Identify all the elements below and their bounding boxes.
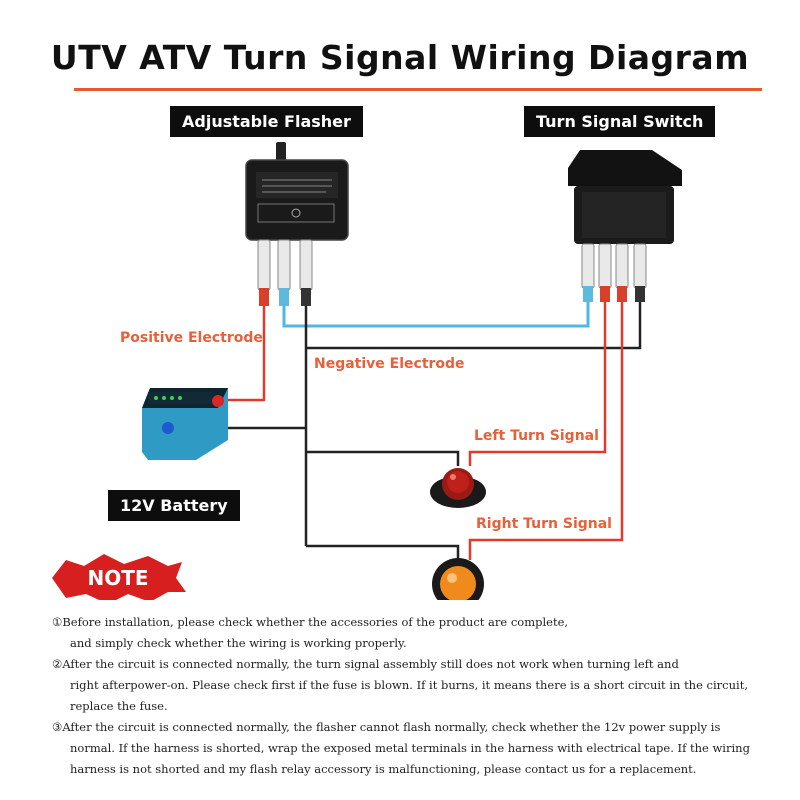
note-badge: NOTE	[52, 554, 186, 600]
note-1-line-1: Before installation, please check whethe…	[62, 615, 569, 629]
note-3-marker: ③	[52, 720, 63, 734]
diagram-title: UTV ATV Turn Signal Wiring Diagram	[50, 38, 750, 77]
negative-wire	[306, 300, 642, 350]
note-3-line-2: normal. If the harness is shorted, wrap …	[70, 741, 750, 755]
note-1: ①Before installation, please check wheth…	[52, 612, 792, 654]
left-turn-lamp	[430, 468, 486, 508]
note-2-marker: ②	[52, 657, 63, 671]
negative-electrode-label: Negative Electrode	[314, 356, 465, 372]
note-2-line-1: After the circuit is connected normally,…	[62, 657, 679, 671]
note-2-line-2: right afterpower-on. Please check first …	[70, 678, 748, 692]
note-1-marker: ①	[52, 615, 63, 629]
rocker-switch	[568, 150, 682, 302]
left-lamp-ground	[306, 450, 460, 466]
left-turn-signal-label: Left Turn Signal	[474, 428, 599, 444]
note-3: ③After the circuit is connected normally…	[52, 717, 792, 780]
switch-label: Turn Signal Switch	[524, 106, 716, 137]
positive-electrode-label: Positive Electrode	[120, 330, 263, 346]
flasher-label: Adjustable Flasher	[170, 106, 363, 137]
right-signal-wire	[468, 300, 624, 560]
wiring-diagram: NOTE	[52, 142, 682, 600]
blue-wire	[282, 300, 590, 328]
title-underline	[74, 88, 762, 91]
right-turn-signal-label: Right Turn Signal	[476, 516, 612, 532]
note-badge-label: NOTE	[87, 566, 148, 590]
note-3-line-1: After the circuit is connected normally,…	[62, 720, 721, 734]
note-3-line-3: harness is not shorted and my flash rela…	[70, 762, 697, 776]
right-lamp-ground	[306, 544, 460, 560]
right-turn-lamp	[432, 558, 484, 600]
note-2-line-3: replace the fuse.	[70, 699, 168, 713]
positive-wire	[222, 305, 266, 402]
flasher-unit	[245, 142, 349, 306]
battery	[142, 388, 228, 460]
note-1-line-2: and simply check whether the wiring is w…	[70, 636, 407, 650]
left-signal-wire	[468, 300, 607, 466]
notes-section: ①Before installation, please check wheth…	[52, 612, 792, 780]
battery-label: 12V Battery	[108, 490, 240, 521]
note-2: ②After the circuit is connected normally…	[52, 654, 792, 717]
